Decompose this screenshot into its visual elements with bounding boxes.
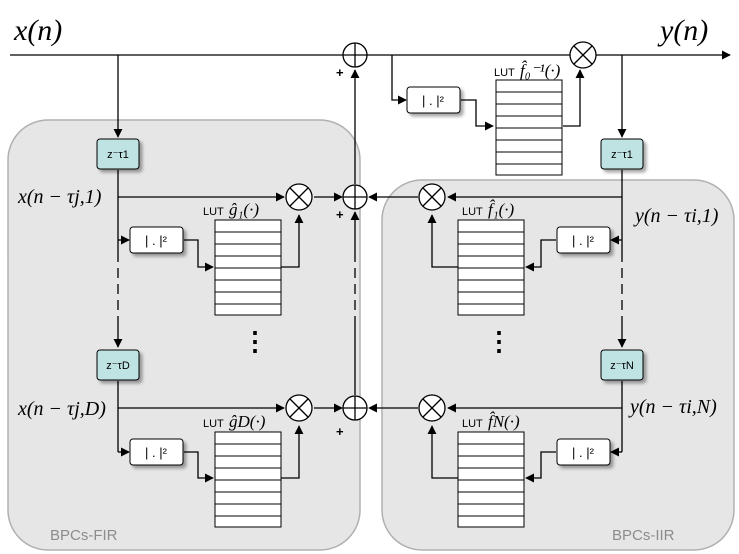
delay-label: z⁻τN	[610, 360, 634, 372]
tap-label-iir-1: y(n − τi,1)	[633, 205, 719, 227]
lut-function-label: f̂N(·)	[488, 411, 520, 431]
multiplier-iir-1	[418, 183, 446, 211]
fir-tap1-lut-out	[281, 214, 304, 268]
fir-tapD-abs-out	[184, 451, 214, 483]
multiplier-fir-1	[285, 183, 313, 211]
input-signal-label: x(n)	[13, 14, 62, 47]
delay-block-fir-D	[96, 349, 140, 381]
fir-tapD-lut-out	[281, 425, 304, 479]
lut-table-f1	[457, 219, 525, 316]
lut-table-g1	[214, 219, 282, 316]
abs-squared-block-iir-1	[556, 226, 611, 254]
multiplier-fir-D	[285, 394, 313, 422]
iir-tap1-lut-out	[427, 214, 458, 268]
lut-function-label: f̂₀⁻¹(·)	[520, 60, 561, 80]
multiplier-inverse	[569, 41, 597, 69]
lut-prefix: LUT	[203, 418, 224, 430]
summer-1	[342, 184, 368, 210]
ellipsis: ⋮	[242, 326, 268, 356]
plus-sign: +	[336, 207, 344, 222]
delay-block-fir-1	[96, 138, 140, 170]
abs-squared-block-inverse	[406, 86, 461, 114]
abs-squared-block-iir-N	[556, 438, 611, 466]
output-signal-label: y(n)	[657, 14, 708, 47]
lut-table-gD	[214, 431, 282, 528]
multiplier-iir-N	[418, 394, 446, 422]
summer-2	[342, 395, 368, 421]
lut-prefix: LUT	[462, 206, 483, 218]
abs-squared-label: | . |²	[572, 445, 595, 460]
delay-block-iir-N	[600, 349, 644, 381]
delay-label: z⁻τ1	[611, 149, 633, 161]
delay-block-iir-1	[600, 138, 644, 170]
iir-panel-label: BPCs-IIR	[612, 527, 675, 544]
lut-prefix: LUT	[494, 67, 515, 79]
tap-label-fir-D: x(n − τj,D)	[17, 398, 106, 420]
lut-table-fN	[457, 431, 525, 528]
abs-squared-label: | . |²	[422, 93, 445, 108]
ellipsis: ⋮	[486, 326, 512, 356]
plus-sign: +	[336, 65, 344, 80]
abs-squared-label: | . |²	[145, 445, 168, 460]
lut-prefix: LUT	[203, 206, 224, 218]
lut-function-label: ĝ₁(·)	[229, 200, 259, 219]
lut-table-inverse	[495, 79, 563, 176]
abs-squared-block-fir-D	[129, 438, 184, 466]
fir-panel-label: BPCs-FIR	[50, 527, 118, 544]
tap-label-fir-1: x(n − τj,1)	[17, 186, 102, 208]
abs-squared-label: | . |²	[145, 233, 168, 248]
fir-tap1-abs-out	[184, 239, 214, 272]
tap-label-iir-N: y(n − τi,N)	[628, 396, 717, 418]
delay-label: z⁻τD	[106, 360, 130, 372]
inv-abs-in	[391, 55, 407, 105]
inv-abs-out	[461, 99, 494, 131]
delay-label: z⁻τ1	[107, 149, 129, 161]
abs-squared-label: | . |²	[572, 233, 595, 248]
lut-prefix: LUT	[462, 418, 483, 430]
plus-sign: +	[336, 424, 344, 439]
output-summer	[342, 42, 368, 68]
lut-function-label: ĝD(·)	[229, 412, 266, 431]
lut-function-label: f̂₁(·)	[488, 199, 515, 219]
iir-tapN-abs-out	[525, 451, 556, 483]
abs-squared-block-fir-1	[129, 226, 184, 254]
fir-panel	[7, 119, 361, 551]
inv-lut-out	[563, 69, 585, 127]
iir-tapN-lut-out	[427, 425, 458, 479]
iir-tap1-abs-out	[525, 239, 556, 272]
